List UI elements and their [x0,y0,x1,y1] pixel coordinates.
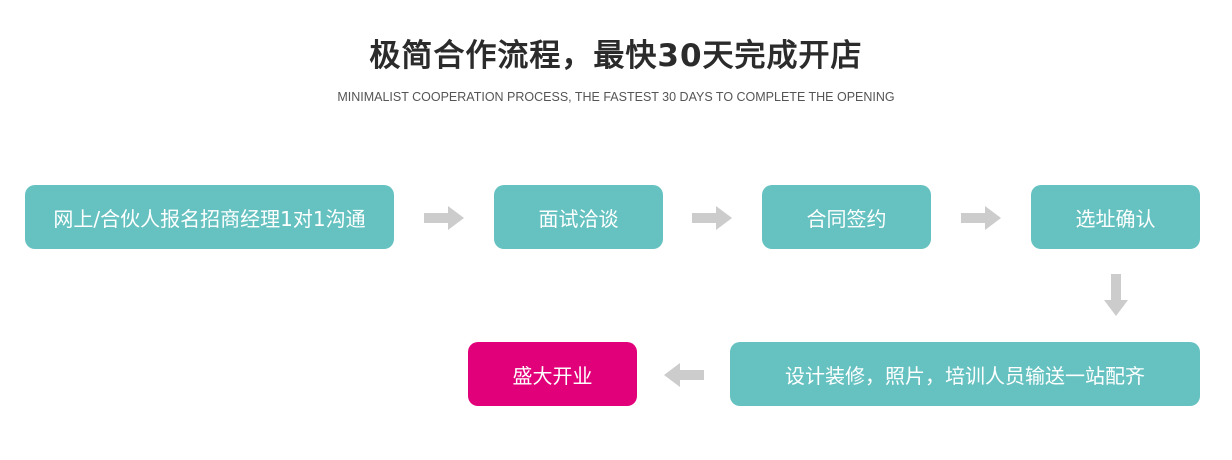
step-4-box: 选址确认 [1031,185,1200,249]
step-1-box: 网上/合伙人报名招商经理1对1沟通 [25,185,394,249]
arrow-right-icon [692,206,732,230]
page-subtitle: MINIMALIST COOPERATION PROCESS, THE FAST… [337,90,895,104]
step-5-box: 设计装修，照片，培训人员输送一站配齐 [730,342,1200,406]
step-1-label: 网上/合伙人报名招商经理1对1沟通 [53,206,366,231]
step-2-label: 面试洽谈 [538,206,619,231]
arrow-down-icon [1104,274,1128,316]
arrow-right-icon [424,206,464,230]
step-4-label: 选址确认 [1075,206,1156,231]
step-2-box: 面试洽谈 [494,185,663,249]
page-title: 极简合作流程，最快30天完成开店 [369,38,863,74]
arrow-left-icon [664,363,704,387]
step-5-label: 设计装修，照片，培训人员输送一站配齐 [785,363,1145,388]
step-3-label: 合同签约 [806,206,887,231]
step-6-label: 盛大开业 [512,363,593,388]
arrow-right-icon [961,206,1001,230]
step-3-box: 合同签约 [762,185,931,249]
step-6-box: 盛大开业 [468,342,637,406]
